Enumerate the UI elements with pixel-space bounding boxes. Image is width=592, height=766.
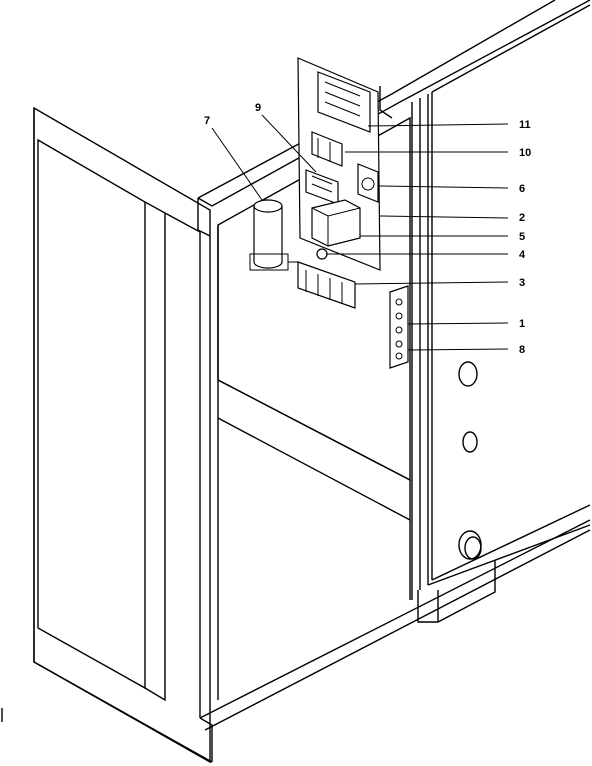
terminal-strip bbox=[389, 285, 409, 369]
board-3 bbox=[297, 261, 356, 309]
callouts: 7 9 11 10 6 2 5 4 3 1 8 bbox=[204, 102, 531, 356]
cabinet-top bbox=[197, 0, 591, 237]
callout-7: 7 bbox=[204, 115, 210, 127]
callout-9: 9 bbox=[255, 102, 261, 114]
leader-lines bbox=[211, 114, 509, 351]
cabinet-base bbox=[1, 519, 591, 731]
callout-3: 3 bbox=[519, 277, 525, 289]
component-4 bbox=[316, 248, 328, 260]
transformer-2 bbox=[311, 199, 361, 247]
callout-8: 8 bbox=[519, 344, 525, 356]
component-6 bbox=[357, 163, 379, 203]
callout-4: 4 bbox=[519, 249, 526, 261]
callout-6: 6 bbox=[519, 183, 525, 195]
relay-10 bbox=[311, 131, 343, 167]
callout-1: 1 bbox=[519, 318, 525, 330]
callout-2: 2 bbox=[519, 212, 525, 224]
callout-11: 11 bbox=[519, 119, 531, 131]
corner-post bbox=[411, 4, 591, 600]
capacitor-7 bbox=[249, 199, 298, 271]
callout-5: 5 bbox=[519, 231, 525, 243]
coil-panel bbox=[33, 106, 213, 764]
callout-10: 10 bbox=[519, 147, 531, 159]
